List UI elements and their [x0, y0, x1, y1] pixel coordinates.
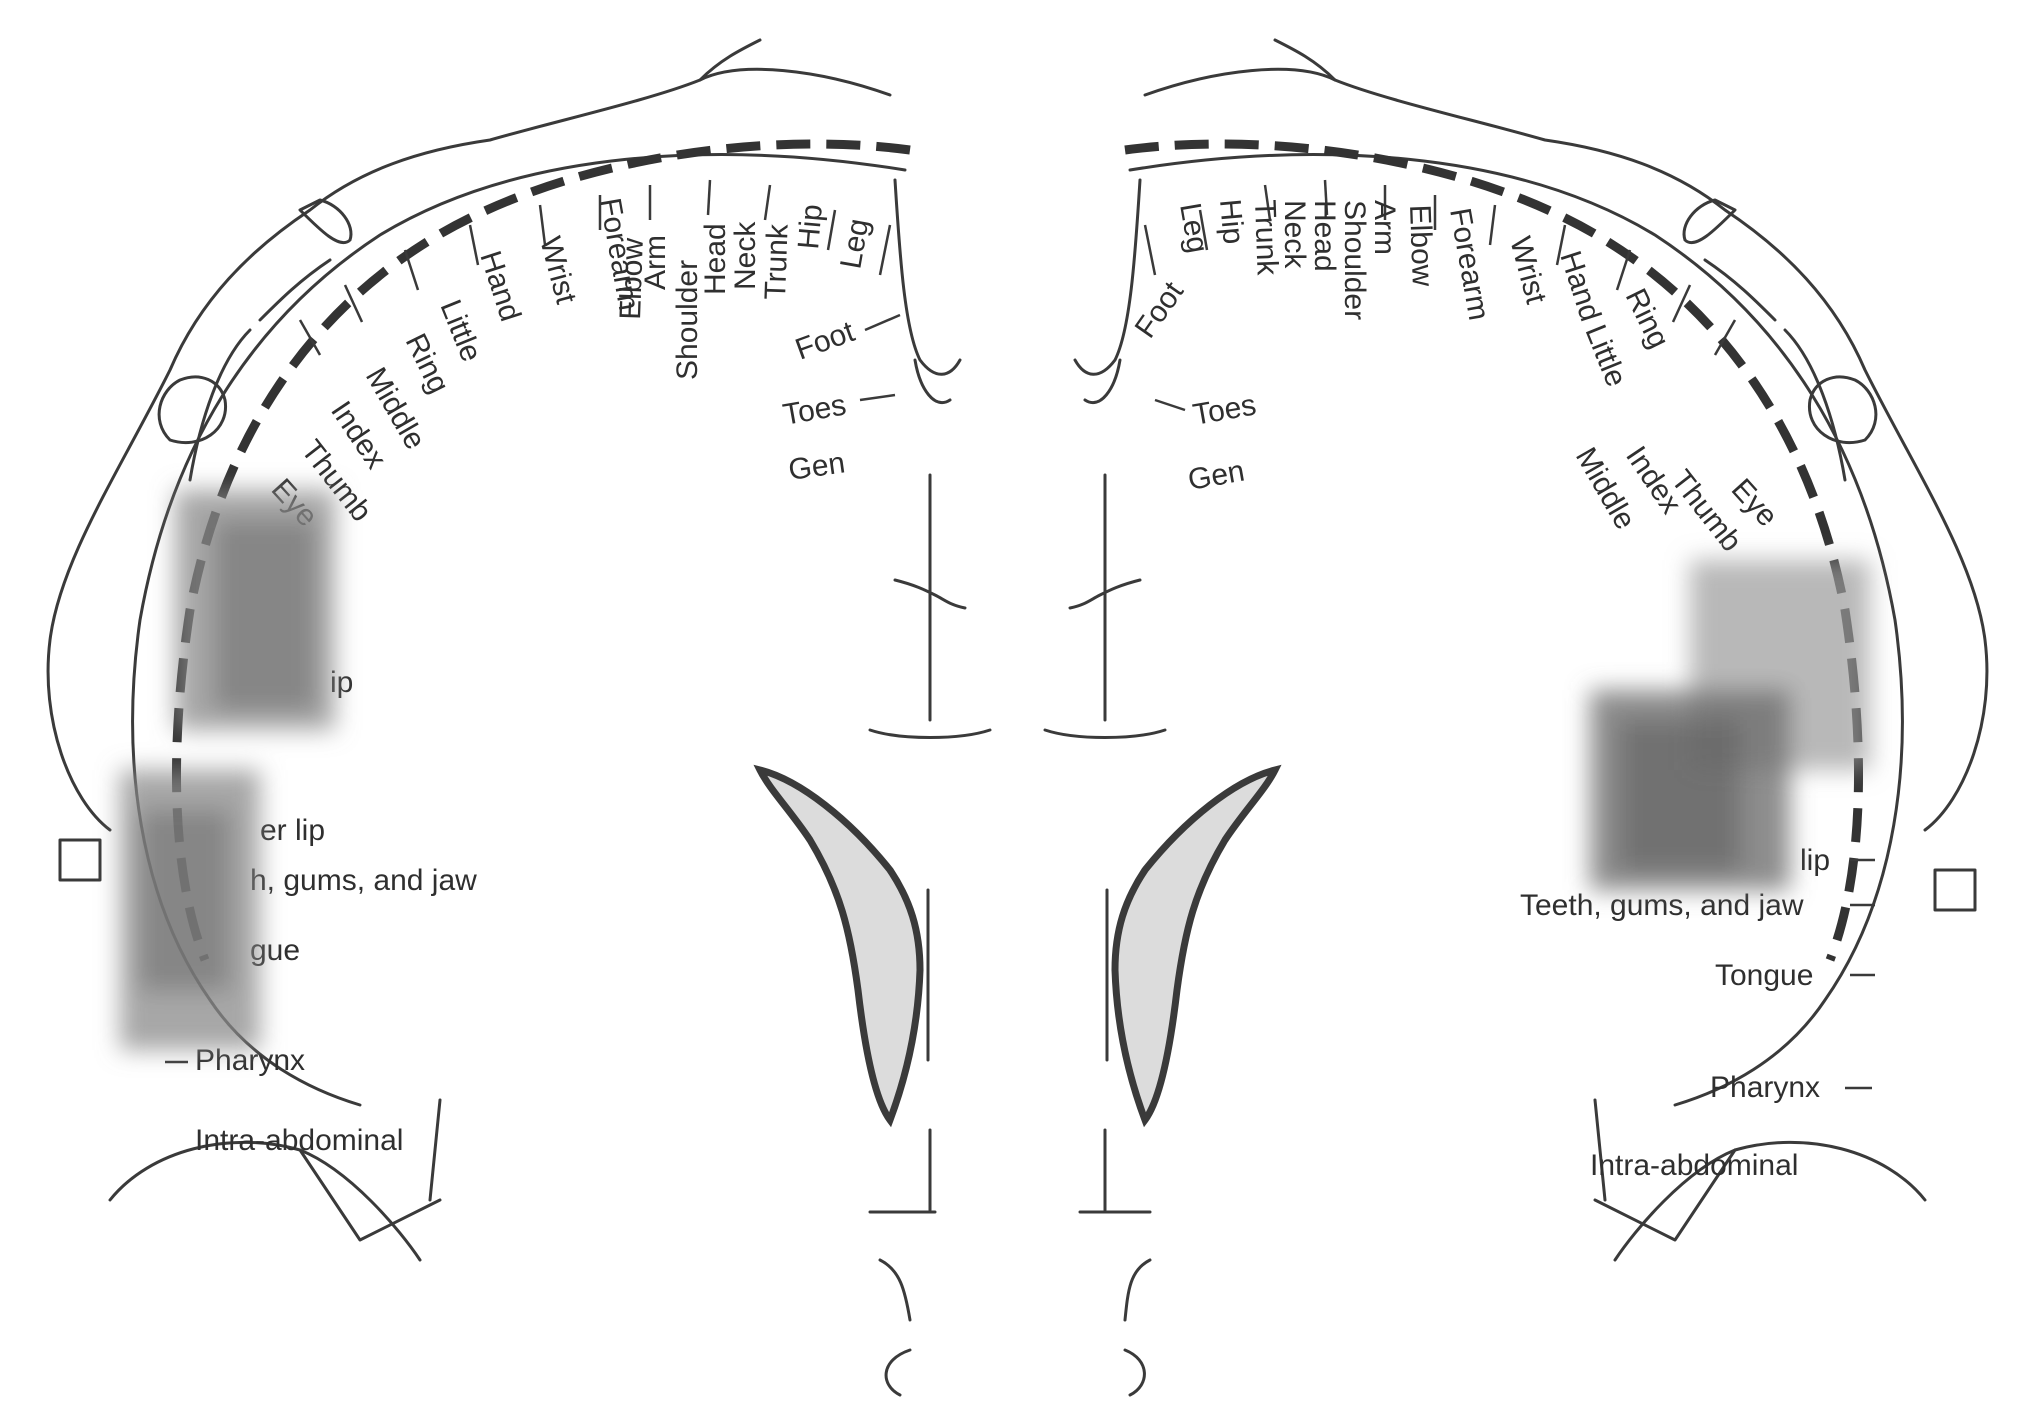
right-label-little: Little [1579, 320, 1633, 391]
left-hemisphere: Leg Hip Trunk Neck Head Shoulder Arm Elb… [48, 40, 960, 1260]
right-label-toes: Toes [1190, 388, 1258, 432]
right-blur-patches [1590, 560, 1870, 890]
right-label-wrist: Wrist [1503, 233, 1553, 308]
right-label-neck: Neck [1278, 200, 1311, 269]
right-label-leg: Leg [1173, 200, 1214, 255]
right-label-hip: Hip [1213, 198, 1250, 246]
right-label-ring: Ring [1619, 284, 1676, 354]
right-label-shoulder: Shoulder [1338, 200, 1371, 320]
left-arc-labels: Leg Hip Trunk Neck Head Shoulder Arm Elb… [265, 195, 876, 533]
right-label-tongue: Tongue [1715, 959, 1813, 992]
right-label-forearm: Forearm [1443, 205, 1495, 322]
left-label-wrist: Wrist [533, 233, 583, 308]
right-label-thumb: Thumb [1664, 464, 1747, 558]
left-label-lower-lip-fragment: er lip [260, 814, 325, 847]
left-label-foot: Foot [791, 315, 859, 367]
right-label-pharynx: Pharynx [1710, 1071, 1820, 1104]
left-ventricle [760, 770, 920, 1120]
left-blur-patches [120, 490, 335, 1050]
left-label-shoulder: Shoulder [671, 260, 704, 380]
right-label-elbow: Elbow [1403, 204, 1439, 287]
right-arc-labels: Leg Hip Trunk Neck Head Shoulder Arm Elb… [1173, 198, 1784, 558]
left-label-gen: Gen [786, 446, 847, 487]
left-label-trunk: Trunk [759, 223, 795, 301]
left-label-hip: Hip [792, 203, 829, 251]
right-label-hand: Hand [1553, 247, 1607, 325]
right-label-head: Head [1308, 200, 1341, 272]
left-label-toes: Toes [780, 388, 848, 432]
central-structures [760, 475, 1275, 1395]
right-label-arm: Arm [1368, 200, 1401, 255]
left-label-neck: Neck [729, 221, 762, 290]
left-label-hand: Hand [473, 247, 527, 325]
left-label-intra-abdominal: Intra-abdominal [195, 1124, 403, 1157]
right-label-foot: Foot [1129, 275, 1191, 344]
right-label-intra-abdominal: Intra-abdominal [1590, 1149, 1798, 1182]
right-label-gen: Gen [1185, 455, 1247, 497]
right-label-teeth-fragment: Teeth, gums, and jaw [1520, 889, 1804, 922]
right-label-lip-fragment: lip [1800, 844, 1830, 877]
left-side-labels: Foot Toes Gen ip er lip h, gums, and jaw… [165, 315, 900, 1157]
left-label-leg: Leg [834, 216, 875, 271]
right-hemisphere: Leg Hip Trunk Neck Head Shoulder Arm Elb… [1075, 40, 1987, 1260]
right-ventricle [1115, 770, 1275, 1120]
left-label-teeth-fragment: h, gums, and jaw [250, 864, 477, 897]
